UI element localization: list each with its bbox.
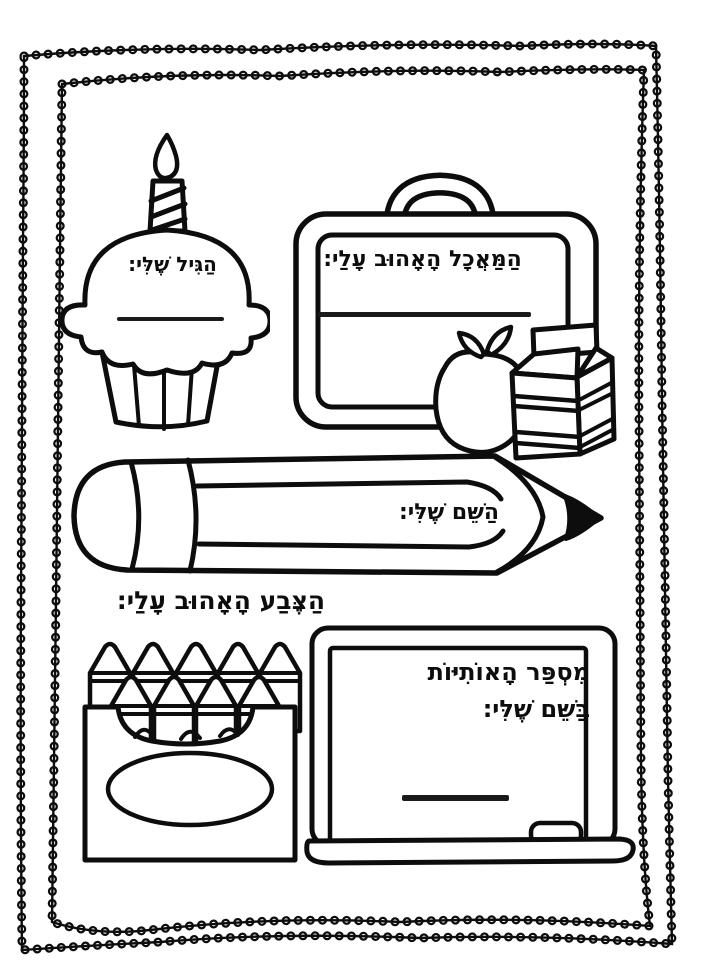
carton-front-stripes [511,393,583,451]
letter-count-label-line1: מִסְפַּר הָאוֹתִיּוֹת [427,658,590,686]
letter-count-answer-line [402,795,509,801]
crayon-tips-in-box [133,727,240,741]
favorite-color-label: הַצֶּבַע הָאָהוּב עָלַי: [116,586,325,615]
crayon-box-front [82,704,298,863]
chalkboard-icon [304,625,636,866]
pencil-ferrule [128,457,199,574]
lunchbox-handle [383,172,497,238]
candle-flame [152,132,180,181]
chalkboard-tray [304,836,636,866]
milk-carton-icon [509,322,617,461]
birthday-cupcake-icon [59,132,270,431]
pencil-icon [71,453,604,576]
crayon-box-icon [82,641,303,863]
age-label: הַגִּיל שֶׁלִּי: [128,252,217,276]
age-answer-line [117,317,224,321]
pencil-facet-lines [194,479,506,550]
lunchbox-icon [293,172,617,461]
carton-side-stripes [579,380,616,448]
letter-count-label-line2: בַּשֵּׁם שֶׁלִּי: [482,695,590,723]
pencil-wood-edge [492,454,546,575]
favorite-food-label: הַמַּאֲכָל הָאָהוּב עָלַי: [323,247,522,272]
cupcake-frosting [59,227,270,377]
pencil-lead-tip [563,494,601,541]
candle-stripes [148,185,188,233]
crayon-box-oval-label [105,750,275,828]
name-label: הַשֵּׁם שֶׁלִּי: [398,500,500,525]
favorite-food-answer-line [318,312,531,317]
letter-count-label: מִסְפַּר הָאוֹתִיּוֹת בַּשֵּׁם שֶׁלִּי: [368,654,590,728]
